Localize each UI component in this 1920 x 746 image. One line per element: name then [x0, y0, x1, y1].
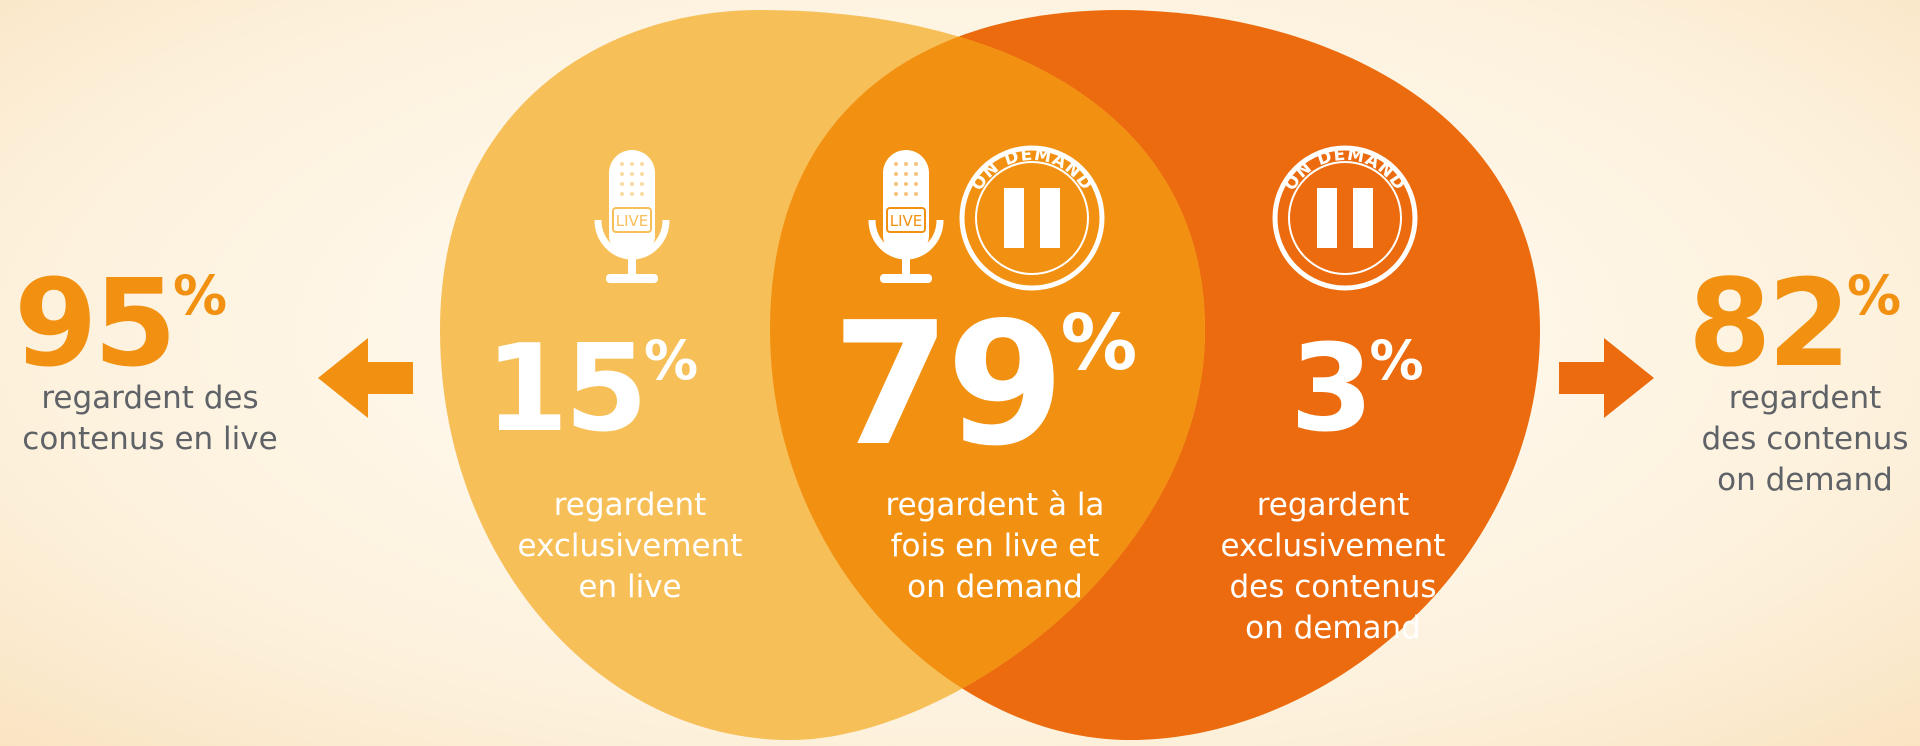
live-label: LIVE [890, 212, 923, 230]
live-only-value: 15 [485, 320, 648, 459]
live-total-percentage: 95% [14, 265, 227, 385]
live-only-percentage: 15% [485, 330, 698, 450]
live-microphone-icon: LIVE [594, 150, 670, 283]
arrow-left-icon [318, 338, 413, 418]
on-demand-total-description: regardent des contenus on demand [1701, 380, 1909, 498]
overlap-region [770, 10, 1205, 740]
live-only-description: regardent exclusivement en live [517, 487, 743, 605]
on-demand-total-value: 82 [1688, 255, 1851, 394]
both-value: 79 [832, 286, 1065, 484]
on-demand-total-percentage: 82% [1688, 265, 1901, 385]
live-microphone-icon: LIVE [868, 150, 944, 283]
percent-sign: % [1847, 264, 1902, 328]
percent-sign: % [644, 329, 699, 393]
percent-sign: % [173, 264, 228, 328]
live-total-value: 95 [14, 255, 177, 394]
percent-sign: % [1060, 299, 1138, 389]
on-demand-only-percentage: 3% [1290, 330, 1424, 450]
live-total-description: regardent des contenus en live [22, 380, 278, 457]
percent-sign: % [1369, 329, 1424, 393]
live-label: LIVE [616, 212, 649, 230]
both-description: regardent à la fois en live et on demand [885, 487, 1105, 605]
arrow-right-icon [1559, 338, 1654, 418]
both-percentage: 79% [832, 300, 1137, 470]
on-demand-only-description: regardent exclusivement des contenus on … [1220, 487, 1446, 646]
on-demand-only-value: 3 [1290, 320, 1373, 459]
